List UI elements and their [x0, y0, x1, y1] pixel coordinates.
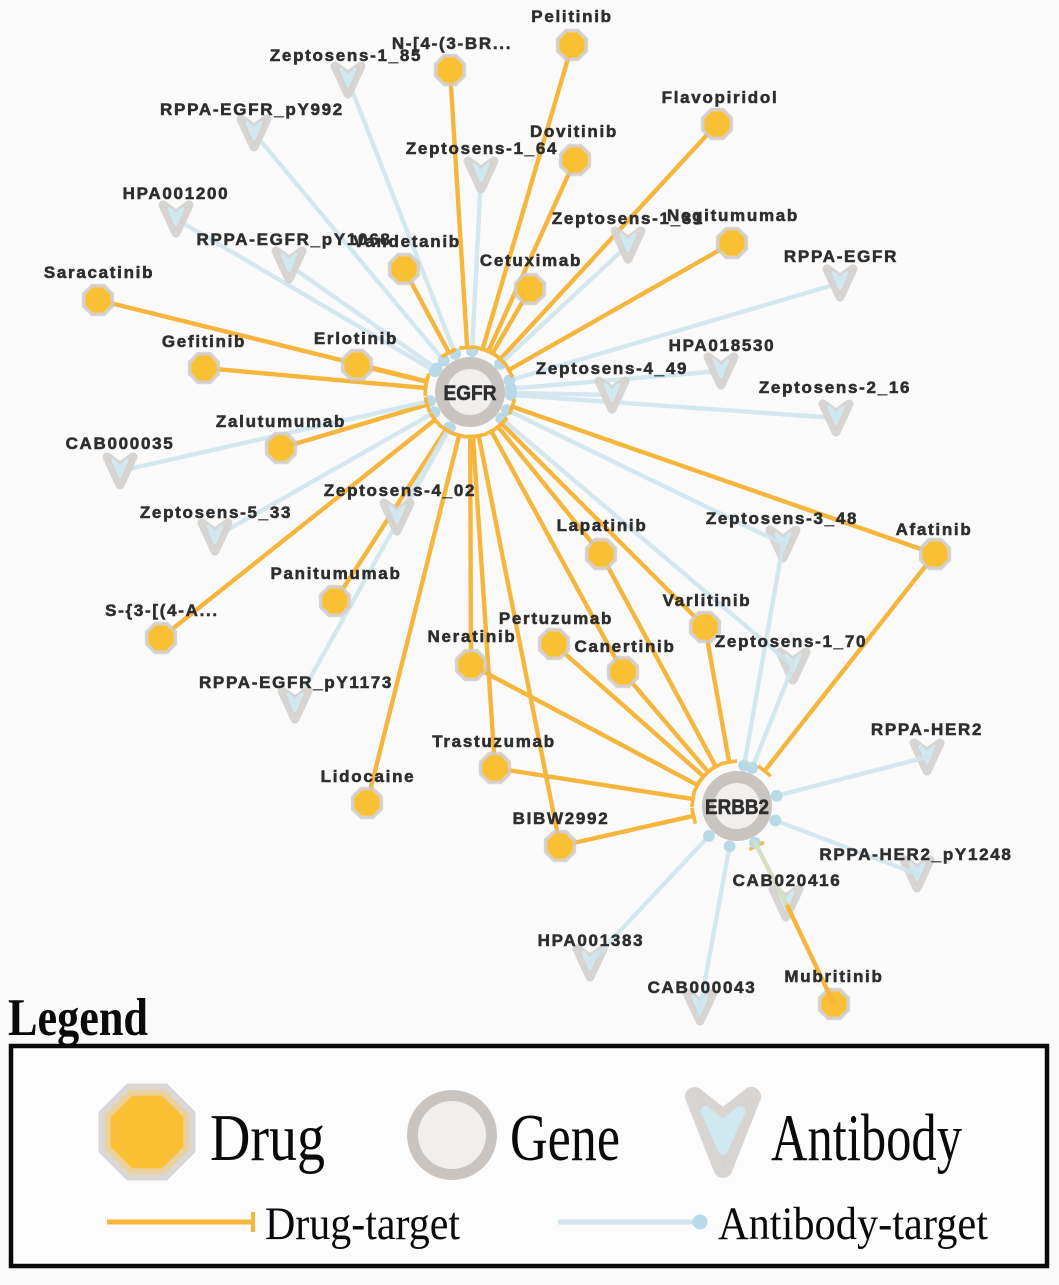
svg-text:Negitumumab: Negitumumab [667, 206, 799, 225]
svg-text:Zeptosens-1_31: Zeptosens-1_31 [552, 209, 704, 228]
svg-text:Legend: Legend [8, 989, 148, 1047]
svg-text:Dovitinib: Dovitinib [530, 122, 618, 141]
svg-text:Varlitinib: Varlitinib [663, 591, 752, 610]
svg-text:Antibody-target: Antibody-target [718, 1198, 988, 1250]
svg-text:Antibody: Antibody [771, 1101, 962, 1175]
svg-text:Zeptosens-1_85: Zeptosens-1_85 [270, 46, 422, 65]
svg-text:BIBW2992: BIBW2992 [513, 809, 610, 828]
svg-text:Canertinib: Canertinib [574, 637, 675, 656]
svg-text:CAB020416: CAB020416 [733, 871, 842, 890]
svg-text:Flavopiridol: Flavopiridol [662, 88, 779, 107]
svg-text:Zeptosens-5_33: Zeptosens-5_33 [140, 503, 292, 522]
svg-text:Mubritinib: Mubritinib [784, 967, 883, 986]
svg-text:CAB000043: CAB000043 [648, 978, 757, 997]
svg-text:Lapatinib: Lapatinib [557, 516, 648, 535]
svg-text:HPA001383: HPA001383 [538, 931, 645, 950]
svg-text:Panitumumab: Panitumumab [270, 564, 401, 583]
svg-text:Erlotinib: Erlotinib [314, 329, 398, 348]
svg-text:Vandetanib: Vandetanib [353, 232, 461, 251]
svg-text:Zeptosens-1_64: Zeptosens-1_64 [406, 139, 558, 158]
svg-text:Zeptosens-2_16: Zeptosens-2_16 [759, 378, 911, 397]
svg-text:Cetuximab: Cetuximab [480, 251, 582, 270]
svg-text:Drug-target: Drug-target [265, 1198, 460, 1250]
svg-text:Zeptosens-3_48: Zeptosens-3_48 [706, 509, 858, 528]
svg-text:Zeptosens-4_02: Zeptosens-4_02 [324, 481, 476, 500]
svg-text:Zeptosens-4_49: Zeptosens-4_49 [536, 359, 688, 378]
svg-text:Drug: Drug [210, 1101, 325, 1175]
svg-text:RPPA-EGFR_pY1173: RPPA-EGFR_pY1173 [199, 673, 393, 692]
svg-text:HPA018530: HPA018530 [669, 336, 776, 355]
svg-text:S-{3-[(4-A...: S-{3-[(4-A... [105, 601, 219, 620]
svg-text:Saracatinib: Saracatinib [44, 263, 154, 282]
svg-text:CAB000035: CAB000035 [66, 434, 175, 453]
svg-text:RPPA-HER2: RPPA-HER2 [871, 720, 983, 739]
svg-text:RPPA-EGFR_pY992: RPPA-EGFR_pY992 [160, 100, 344, 119]
svg-text:Gene: Gene [510, 1101, 620, 1175]
svg-text:N-[4-(3-BR...: N-[4-(3-BR... [392, 34, 512, 53]
svg-text:Zeptosens-1_70: Zeptosens-1_70 [715, 632, 867, 651]
svg-text:RPPA-EGFR_pY1068: RPPA-EGFR_pY1068 [196, 230, 391, 249]
svg-text:Pertuzumab: Pertuzumab [499, 609, 613, 628]
svg-text:Afatinib: Afatinib [896, 520, 973, 539]
svg-text:Pelitinib: Pelitinib [531, 7, 612, 26]
svg-text:Lidocaine: Lidocaine [321, 767, 416, 786]
svg-text:Zalutumumab: Zalutumumab [216, 412, 346, 431]
svg-text:RPPA-HER2_pY1248: RPPA-HER2_pY1248 [819, 845, 1012, 864]
svg-text:EGFR: EGFR [444, 382, 497, 405]
svg-text:RPPA-EGFR: RPPA-EGFR [784, 247, 898, 266]
svg-text:Trastuzumab: Trastuzumab [432, 732, 556, 751]
svg-text:Neratinib: Neratinib [428, 627, 517, 646]
svg-text:Gefitinib: Gefitinib [162, 332, 246, 351]
svg-text:ERBB2: ERBB2 [705, 796, 769, 819]
svg-text:HPA001200: HPA001200 [123, 184, 230, 203]
